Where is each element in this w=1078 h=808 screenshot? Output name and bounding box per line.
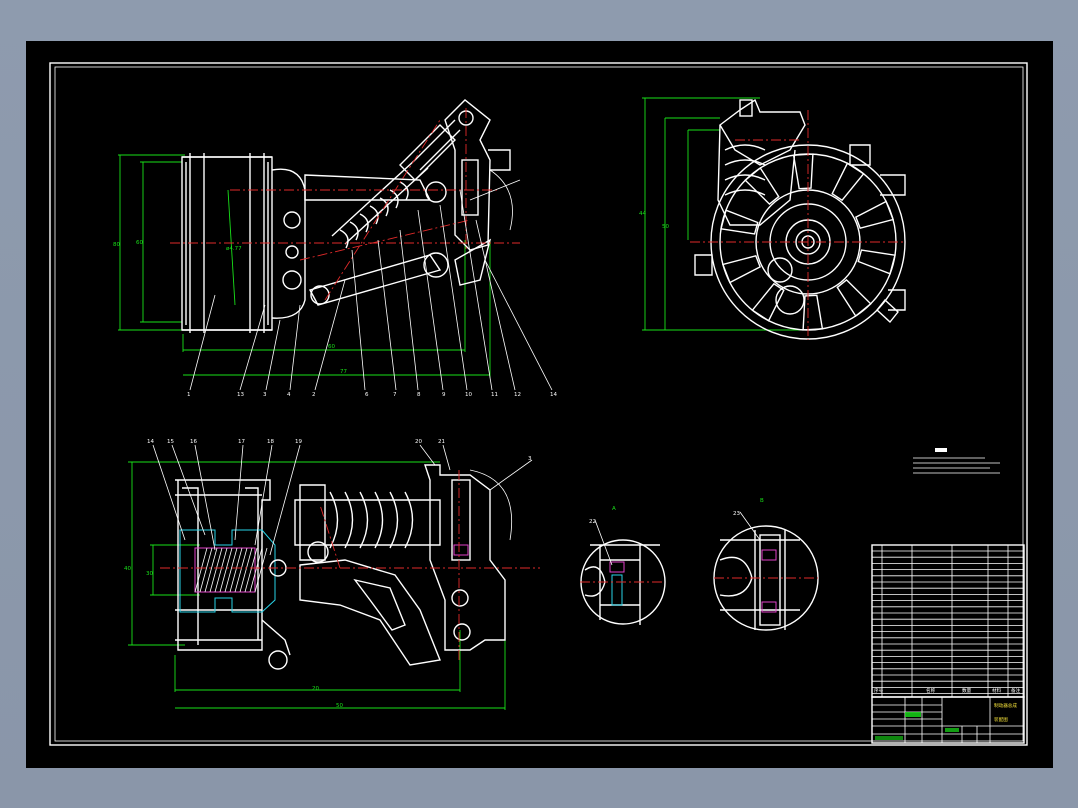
- upper-right-view: 44 50: [639, 97, 906, 340]
- disc-spoke: [802, 294, 824, 331]
- balloon-label-upper-8: 8: [417, 392, 421, 398]
- balloon-label-upper-13: 13: [237, 392, 244, 398]
- disc-spoke: [721, 254, 761, 284]
- detail-a-letter: A: [612, 506, 616, 512]
- technical-notes: [913, 448, 1000, 474]
- upper-left-view: 80 60 ø4.77 60 77: [113, 99, 557, 398]
- balloon-label-lower-14: 14: [147, 439, 154, 445]
- section-hatch: [224, 547, 238, 593]
- lower-left-view: 40 30 20 50 14 15 16 17 18 19 20 21: [124, 439, 540, 710]
- section-hatch: [194, 547, 208, 593]
- balloon-label-lower-16: 16: [190, 439, 197, 445]
- disc-spoke: [831, 162, 865, 202]
- disc-spoke: [857, 249, 896, 275]
- footer-cell-4: 备注: [1011, 687, 1021, 694]
- dim-text-80: 80: [113, 242, 120, 248]
- section-hatch: [234, 547, 248, 593]
- dim-text-dia: ø4.77: [226, 246, 242, 252]
- disc-spoke: [751, 282, 785, 322]
- dim-text-60b: 60: [328, 344, 335, 350]
- title-block: 制动器总成 装配图: [871, 696, 1025, 744]
- balloon-label-lower-15: 15: [167, 439, 174, 445]
- dim-text-77: 77: [340, 369, 347, 375]
- footer-cell-2: 数量: [962, 687, 972, 694]
- section-hatch: [199, 547, 213, 593]
- balloon-label-upper-11: 11: [491, 392, 498, 398]
- balloon-label-lower-19: 19: [295, 439, 302, 445]
- section-hatch: [229, 547, 243, 593]
- balloon-label-upper-2: 2: [312, 392, 316, 398]
- balloon-label-upper-14: 14: [550, 392, 557, 398]
- section-hatch: [219, 547, 233, 593]
- balloon-label-lower-17: 17: [238, 439, 245, 445]
- dim-text-50: 50: [336, 703, 343, 709]
- balloon-label-lower-20: 20: [415, 439, 422, 445]
- balloon-label-upper-10: 10: [465, 392, 472, 398]
- dim-text-30: 30: [146, 571, 153, 577]
- detail-view-b: B 23: [713, 498, 819, 631]
- footer-cell-0: 序号: [874, 687, 884, 694]
- dim-text-40: 40: [124, 566, 131, 572]
- section-hatch: [254, 547, 268, 593]
- balloon-label-upper-12: 12: [514, 392, 521, 398]
- dim-text-44: 44: [639, 211, 646, 217]
- dim-text-60: 60: [136, 240, 143, 246]
- balloon-label-upper-1: 1: [187, 392, 191, 398]
- disc-spoke: [836, 278, 872, 318]
- detail-view-a: A 22: [580, 506, 666, 625]
- balloon-label-upper-3: 3: [263, 392, 267, 398]
- section-hatch: [214, 547, 228, 593]
- detail-b-balloon: 23: [733, 511, 740, 517]
- balloon-label-lower-18: 18: [267, 439, 274, 445]
- balloon-label-upper-4: 4: [287, 392, 291, 398]
- balloon-label-upper-7: 7: [393, 392, 397, 398]
- section-hatch: [249, 547, 263, 593]
- balloon-label-upper-6: 6: [365, 392, 369, 398]
- sheet-inner-border: [54, 66, 1024, 742]
- footer-cell-1: 名称: [926, 687, 936, 694]
- detail-a-balloon: 22: [589, 519, 596, 525]
- sheet-background: [26, 41, 1053, 768]
- balloon-label-upper-9: 9: [442, 392, 446, 398]
- disc-spoke: [744, 166, 780, 206]
- detail-b-letter: B: [760, 498, 764, 504]
- section-hatch: [239, 547, 253, 593]
- section-hatch: [209, 547, 223, 593]
- disc-spoke: [855, 200, 895, 230]
- balloon-label-lower-3: 3: [528, 456, 532, 462]
- sheet-outer-border: [49, 62, 1028, 746]
- disc-spoke: [720, 209, 759, 235]
- disc-spoke: [792, 153, 814, 190]
- dim-text-20: 20: [312, 686, 319, 692]
- section-hatch: [244, 547, 258, 593]
- dim-text-50: 50: [662, 224, 669, 230]
- title-text: 制动器总成: [994, 702, 1017, 709]
- parts-list: 序号 名称 数量 材料 备注: [871, 544, 1025, 698]
- footer-cell-3: 材料: [992, 687, 1002, 694]
- balloon-label-lower-21: 21: [438, 439, 445, 445]
- section-hatch: [204, 547, 218, 593]
- drawing-number: 装配图: [994, 716, 1008, 723]
